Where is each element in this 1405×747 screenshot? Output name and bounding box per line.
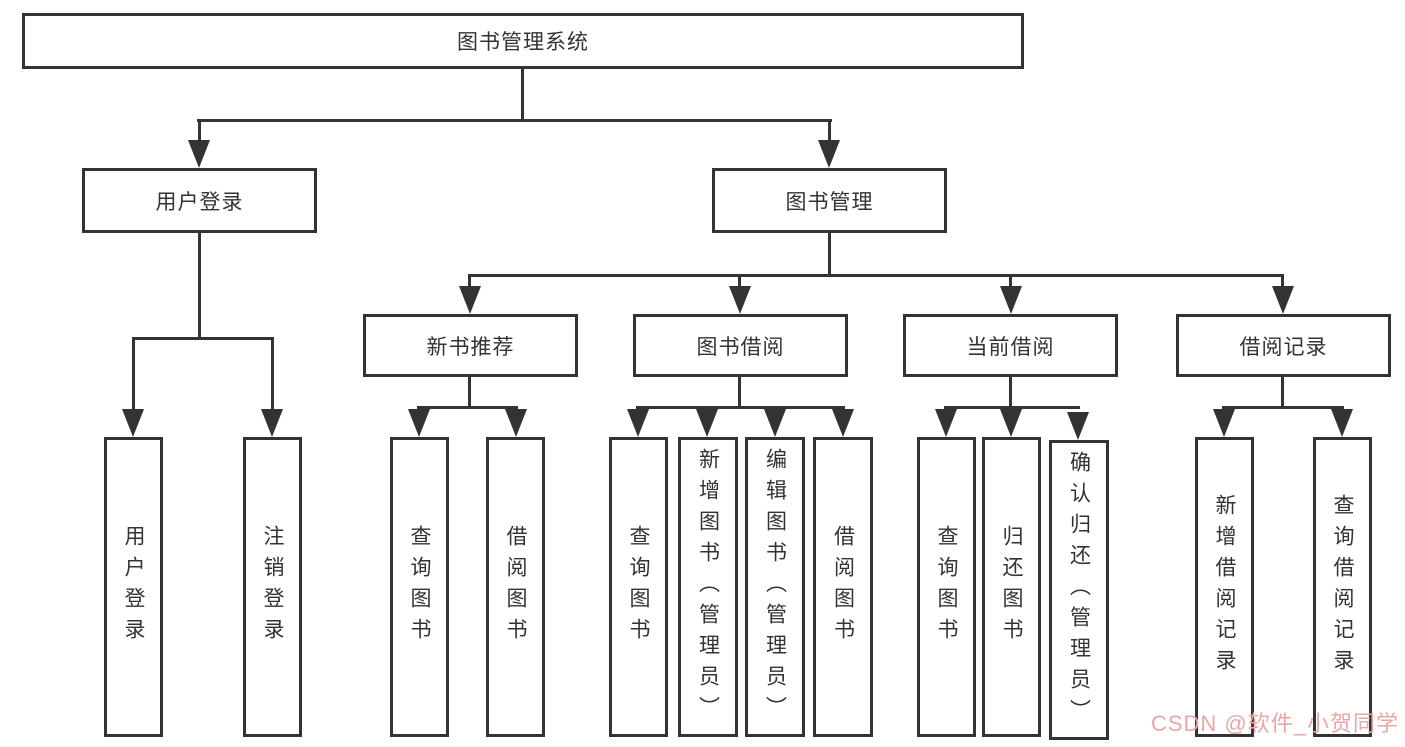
connector-line	[944, 406, 1080, 409]
connector-line	[417, 406, 518, 409]
leaf-user-login: 用户登录	[104, 437, 163, 737]
connector-line	[468, 377, 471, 406]
arrow-down-icon	[696, 409, 718, 437]
connector-line	[198, 122, 201, 142]
connector-line	[828, 122, 831, 142]
node-book-borrow: 图书借阅	[633, 314, 848, 377]
leaf-logout: 注销登录	[243, 437, 302, 737]
leaf-add-borrow-record: 新增借阅记录	[1195, 437, 1254, 737]
connector-line	[132, 340, 135, 410]
node-label: 确认归还（管理员）	[1067, 450, 1091, 730]
connector-line	[1009, 377, 1012, 406]
node-label: 查询借阅记录	[1331, 494, 1354, 680]
node-current-borrow: 当前借阅	[903, 314, 1118, 377]
connector-line	[636, 406, 845, 409]
node-label: 借阅记录	[1239, 335, 1328, 359]
arrow-down-icon	[1272, 286, 1294, 314]
connector-line	[1009, 277, 1012, 289]
node-label: 归还图书	[1000, 525, 1023, 649]
arrow-down-icon	[1000, 409, 1022, 437]
arrow-down-icon	[261, 409, 283, 437]
node-label: 查询图书	[627, 525, 650, 649]
arrow-down-icon	[627, 409, 649, 437]
connector-line	[198, 233, 201, 337]
arrow-down-icon	[935, 409, 957, 437]
arrow-down-icon	[818, 140, 840, 168]
leaf-add-book-admin: 新增图书（管理员）	[678, 437, 738, 737]
node-label: 查询图书	[408, 525, 431, 649]
node-label: 查询图书	[935, 525, 958, 649]
csdn-watermark: CSDN @软件_小贺同学	[1150, 711, 1399, 736]
leaf-query-book: 查询图书	[390, 437, 449, 737]
leaf-borrow-book: 借阅图书	[486, 437, 545, 737]
arrow-down-icon	[1000, 286, 1022, 314]
node-book-management: 图书管理	[712, 168, 947, 233]
arrow-down-icon	[408, 409, 430, 437]
node-label: 新增图书（管理员）	[696, 447, 720, 727]
node-user-login: 用户登录	[82, 168, 317, 233]
node-label: 图书管理	[785, 190, 874, 214]
connector-line	[468, 274, 1284, 277]
connector-line	[738, 377, 741, 406]
node-new-book-recommend: 新书推荐	[363, 314, 578, 377]
connector-line	[738, 277, 741, 289]
leaf-borrow-book: 借阅图书	[813, 437, 873, 737]
node-label: 新增借阅记录	[1213, 494, 1236, 680]
node-label: 注销登录	[261, 525, 284, 649]
leaf-confirm-return-admin: 确认归还（管理员）	[1049, 440, 1109, 740]
arrow-down-icon	[459, 286, 481, 314]
connector-line	[828, 233, 831, 274]
node-root-library-system: 图书管理系统	[22, 13, 1024, 69]
arrow-down-icon	[1331, 409, 1353, 437]
leaf-query-book: 查询图书	[917, 437, 976, 737]
leaf-query-book: 查询图书	[609, 437, 668, 737]
node-label: 用户登录	[122, 525, 145, 649]
arrow-down-icon	[729, 286, 751, 314]
arrow-down-icon	[1213, 409, 1235, 437]
node-label: 图书借阅	[696, 335, 785, 359]
arrow-down-icon	[764, 409, 786, 437]
leaf-edit-book-admin: 编辑图书（管理员）	[745, 437, 805, 737]
node-label: 图书管理系统	[457, 31, 589, 54]
connector-line	[468, 277, 471, 289]
connector-line	[521, 69, 524, 119]
node-borrow-records: 借阅记录	[1176, 314, 1391, 377]
arrow-down-icon	[1067, 412, 1089, 440]
node-label: 编辑图书（管理员）	[763, 447, 787, 727]
node-label: 新书推荐	[426, 335, 515, 359]
arrow-down-icon	[832, 409, 854, 437]
connector-line	[197, 119, 832, 122]
arrow-down-icon	[188, 140, 210, 168]
node-label: 用户登录	[155, 190, 244, 214]
connector-line	[132, 337, 274, 340]
connector-line	[1281, 277, 1284, 289]
node-label: 当前借阅	[966, 335, 1055, 359]
arrow-down-icon	[122, 409, 144, 437]
arrow-down-icon	[505, 409, 527, 437]
connector-line	[1222, 406, 1344, 409]
leaf-query-borrow-record: 查询借阅记录	[1313, 437, 1372, 737]
connector-line	[1281, 377, 1284, 406]
node-label: 借阅图书	[504, 525, 527, 649]
leaf-return-book: 归还图书	[982, 437, 1041, 737]
node-label: 借阅图书	[831, 525, 855, 649]
connector-line	[271, 340, 274, 410]
